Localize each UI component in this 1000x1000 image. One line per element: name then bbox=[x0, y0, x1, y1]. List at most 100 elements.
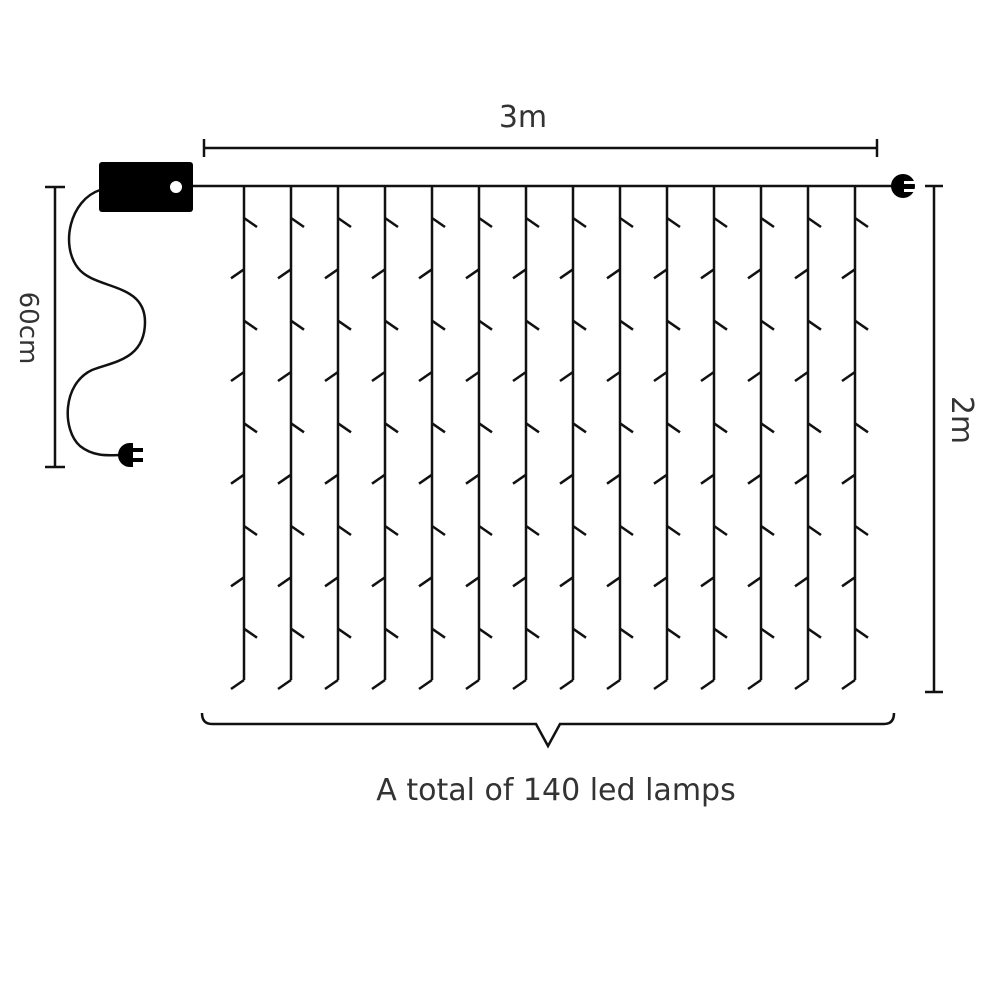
led-lamp bbox=[243, 524, 258, 537]
led-lamp bbox=[418, 473, 433, 485]
power-cable bbox=[66, 188, 147, 457]
led-lamp bbox=[747, 370, 762, 383]
led-lamp bbox=[606, 268, 621, 280]
led-lamp bbox=[807, 524, 822, 537]
led-lamp bbox=[290, 319, 305, 331]
led-lamp bbox=[653, 576, 668, 588]
led-lamp bbox=[619, 627, 634, 639]
led-lamp bbox=[418, 370, 433, 383]
led-lamp bbox=[337, 216, 352, 229]
led-lamp bbox=[384, 319, 399, 331]
led-lamp bbox=[465, 678, 480, 691]
led-lamp bbox=[854, 422, 869, 434]
led-lamp bbox=[747, 678, 762, 691]
led-lamp bbox=[324, 576, 339, 588]
led-lamp bbox=[371, 473, 386, 485]
led-lamp bbox=[794, 576, 809, 588]
led-lamp bbox=[572, 319, 587, 331]
led-lamp bbox=[337, 319, 352, 331]
led-lamp bbox=[606, 678, 621, 691]
led-lamp bbox=[807, 422, 822, 434]
led-lamp bbox=[290, 422, 305, 434]
led-lamp bbox=[465, 576, 480, 588]
height-dimension bbox=[925, 184, 943, 694]
led-lamp bbox=[277, 370, 292, 383]
led-lamp bbox=[713, 524, 728, 537]
led-lamp bbox=[384, 627, 399, 639]
width-label: 3m bbox=[499, 100, 547, 135]
led-lamp bbox=[572, 216, 587, 229]
led-lamp bbox=[666, 422, 681, 434]
led-lamp bbox=[619, 524, 634, 537]
led-lamp bbox=[666, 216, 681, 229]
led-lamp bbox=[418, 268, 433, 280]
led-lamp bbox=[478, 216, 493, 229]
led-lamp bbox=[653, 678, 668, 691]
led-lamp bbox=[619, 216, 634, 229]
led-lamp bbox=[431, 627, 446, 639]
led-lamp bbox=[747, 576, 762, 588]
led-lamp bbox=[371, 268, 386, 280]
led-lamp bbox=[230, 576, 245, 588]
led-lamp bbox=[277, 473, 292, 485]
led-lamp bbox=[230, 473, 245, 485]
led-lamp bbox=[525, 216, 540, 229]
led-lamp bbox=[324, 370, 339, 383]
led-lamp bbox=[324, 678, 339, 691]
led-lamp bbox=[243, 422, 258, 434]
led-lamp bbox=[243, 319, 258, 331]
led-lamp bbox=[794, 268, 809, 280]
led-lamp bbox=[653, 268, 668, 280]
led-lamp bbox=[700, 678, 715, 691]
led-lamp bbox=[478, 524, 493, 537]
led-lamp bbox=[606, 576, 621, 588]
led-lamp bbox=[666, 627, 681, 639]
led-lamp bbox=[337, 422, 352, 434]
led-lamp bbox=[277, 268, 292, 280]
led-lamp bbox=[606, 370, 621, 383]
led-lamp bbox=[854, 524, 869, 537]
total-label: A total of 140 led lamps bbox=[376, 773, 735, 808]
led-lamp bbox=[713, 216, 728, 229]
led-lamp bbox=[525, 319, 540, 331]
led-lamp bbox=[230, 678, 245, 691]
led-lamp bbox=[243, 216, 258, 229]
height-label: 2m bbox=[944, 396, 979, 444]
led-lamp bbox=[465, 473, 480, 485]
led-lamp bbox=[760, 422, 775, 434]
led-lamp bbox=[841, 473, 856, 485]
led-lamp bbox=[619, 422, 634, 434]
led-lamp bbox=[431, 319, 446, 331]
led-lamp bbox=[324, 473, 339, 485]
led-lamp bbox=[418, 678, 433, 691]
led-lamp bbox=[431, 216, 446, 229]
led-lamp bbox=[478, 627, 493, 639]
led-lamp bbox=[559, 678, 574, 691]
led-lamp bbox=[841, 576, 856, 588]
led-lamp bbox=[478, 319, 493, 331]
led-lamp bbox=[525, 524, 540, 537]
led-lamp bbox=[700, 268, 715, 280]
led-lamp bbox=[572, 524, 587, 537]
led-lamp bbox=[760, 524, 775, 537]
end-connector-icon bbox=[891, 174, 916, 198]
led-lamp bbox=[841, 678, 856, 691]
led-lamp bbox=[290, 627, 305, 639]
led-lamp bbox=[431, 422, 446, 434]
led-lamp bbox=[807, 319, 822, 331]
led-lamp bbox=[431, 524, 446, 537]
led-lamp bbox=[666, 524, 681, 537]
led-lamp bbox=[230, 370, 245, 383]
led-lamp bbox=[713, 319, 728, 331]
led-lamp bbox=[277, 678, 292, 691]
led-lamp bbox=[290, 524, 305, 537]
led-lamp bbox=[525, 627, 540, 639]
led-lamp bbox=[465, 268, 480, 280]
led-lamp bbox=[760, 627, 775, 639]
led-lamp bbox=[807, 216, 822, 229]
led-lamp bbox=[713, 422, 728, 434]
led-lamp bbox=[465, 370, 480, 383]
led-lamp bbox=[841, 268, 856, 280]
led-lamp bbox=[794, 370, 809, 383]
led-lamp bbox=[337, 627, 352, 639]
